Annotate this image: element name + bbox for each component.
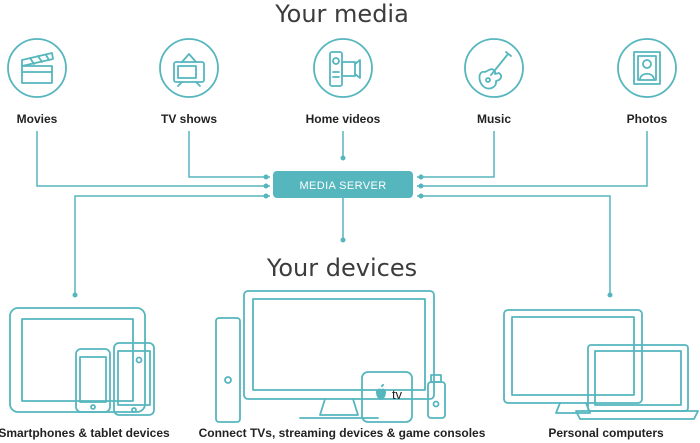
apple-tv-label: tv [392, 387, 403, 402]
device-label-tv-consoles: Connect TVs, streaming devices & game co… [199, 426, 486, 440]
media-item-music: Music [464, 38, 524, 126]
tablet-icon [9, 307, 146, 413]
home-videos-icon-circle [313, 38, 373, 98]
device-personal-computers: Personal computers [503, 309, 699, 440]
device-smartphones-tablets: Smartphones & tablet devices [0, 307, 170, 440]
heading-your-media: Your media [274, 0, 409, 28]
desktop-monitor-icon [503, 309, 643, 414]
laptop-icon [575, 344, 699, 420]
media-item-home-videos: Home videos [306, 38, 381, 126]
media-label-music: Music [477, 112, 511, 126]
media-label-photos: Photos [627, 112, 668, 126]
media-label-movies: Movies [17, 112, 58, 126]
media-connectors [36, 131, 648, 189]
game-console-icon [215, 317, 241, 423]
device-connectors [72, 193, 613, 298]
apple-tv-icon: tv [361, 371, 413, 423]
clapperboard-icon [21, 52, 54, 84]
photos-icon-circle [617, 38, 677, 98]
movies-icon-circle [7, 38, 67, 98]
tv-monitor-icon [243, 290, 435, 419]
music-icon-circle [464, 38, 524, 98]
device-label-personal-computers: Personal computers [548, 426, 664, 440]
media-item-photos: Photos [617, 38, 677, 126]
media-item-tv-shows: TV shows [159, 38, 219, 126]
device-tv-consoles: tv Connect TVs, streaming devices & game… [199, 290, 486, 440]
camcorder-icon [329, 51, 361, 87]
media-item-movies: Movies [7, 38, 67, 126]
portrait-icon [633, 51, 661, 85]
television-icon [173, 53, 205, 87]
media-label-tv-shows: TV shows [161, 112, 217, 126]
heading-your-devices: Your devices [266, 254, 417, 282]
guitar-icon [478, 51, 512, 90]
phone-icon [75, 348, 111, 413]
phone-large-icon [113, 342, 155, 416]
streaming-dongle-icon [427, 374, 446, 419]
media-server-box: MEDIA SERVER [273, 171, 413, 198]
media-label-home-videos: Home videos [306, 112, 381, 126]
tv-shows-icon-circle [159, 38, 219, 98]
device-label-smartphones: Smartphones & tablet devices [0, 426, 170, 440]
media-server-label: MEDIA SERVER [299, 180, 386, 192]
